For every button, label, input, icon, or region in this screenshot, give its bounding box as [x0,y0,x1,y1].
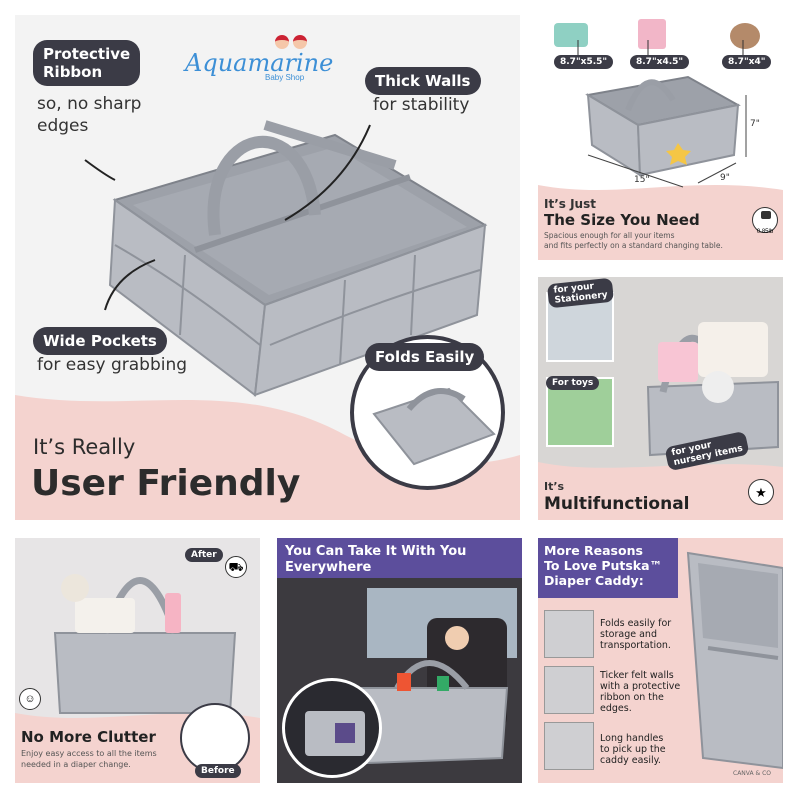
wide-pockets-tag: Wide Pockets [33,327,167,355]
everywhere-headline: You Can Take It With You Everywhere [285,544,467,575]
reasons-logo: CANVA & CO [733,770,772,777]
girl-face-icon [293,35,307,49]
folds-easily-tag: Folds Easily [365,343,485,371]
dim-tag-1: 8.7"x5.5" [554,55,614,69]
wipes-icon [554,23,588,47]
folded-caddy-image [372,387,496,466]
weight-icon [761,211,771,219]
size-bg [538,185,783,260]
panel-no-clutter: After ⛟ Before ☺ No More Clutter Enjoy e… [15,538,260,783]
size-headline-line1: It’s Just [544,197,596,211]
caddy-with-dimensions [577,40,747,188]
size-headline-line2: The Size You Need [544,211,700,229]
boy-face-icon [275,35,289,49]
panel-size: 8.7"x5.5" 8.7"x4.5" 8.7"x4" 15" 9" 7" It… [538,15,783,260]
thick-walls-text: for stability [373,95,470,115]
panel-take-everywhere: You Can Take It With You Everywhere [277,538,522,783]
stroller-icon: ⛟ [225,556,247,578]
reason-thumb-1 [544,610,594,658]
pink-wave [15,395,520,520]
wide-pockets-text: for easy grabbing [37,355,188,375]
multi-headline-line2: Multifunctional [544,494,690,514]
caddy-illustration [84,120,488,397]
reason-thumb-2 [544,666,594,714]
headline-line2: User Friendly [31,463,301,504]
size-desc: Spacious enough for all your items and f… [544,231,723,250]
dim-length: 15" [634,175,650,185]
diapers-pack-icon [638,19,666,49]
after-tag: After [185,548,223,562]
brand-sub: Baby Shop [265,73,305,82]
reasons-header-bg [538,538,678,598]
reason-1-text: Folds easily for storage and transportat… [600,618,672,651]
mother-icon: ☺ [19,688,41,710]
thick-walls-tag: Thick Walls [365,67,481,95]
dim-tag-2: 8.7"x4.5" [630,55,690,69]
reason-thumb-3 [544,722,594,770]
before-tag: Before [195,764,241,778]
protective-ribbon-text: so, no sharp edges [37,94,142,136]
large-caddy-edge [686,551,783,770]
multi-headline-line1: It’s [544,480,565,493]
trunk-inset-circle [282,678,382,778]
dim-width: 9" [720,173,730,183]
headline-line1: It’s Really [33,435,136,459]
toys-tag: For toys [546,376,600,390]
reason-3-text: Long handles to pick up the caddy easily… [600,733,666,766]
protective-ribbon-tag: Protective Ribbon [33,40,141,86]
panel-multifunctional: for your Stationery For toys for your nu… [538,277,783,520]
reason-2-text: Ticker felt walls with a protective ribb… [600,670,681,714]
panel-user-friendly: Aquamarine Baby Shop Protective Ribbon s… [15,15,520,520]
no-clutter-desc: Enjoy easy access to all the items neede… [21,749,157,769]
panel-more-reasons: More Reasons To Love Putska™ Diaper Cadd… [538,538,783,783]
dim-tag-3: 8.7"x4" [722,55,772,69]
brand-logo: Aquamarine Baby Shop [185,35,355,82]
no-clutter-headline: No More Clutter [21,728,156,746]
dim-height: 7" [750,119,760,129]
weight-badge: 0.85lb [752,207,778,235]
reasons-headline: More Reasons To Love Putska™ Diaper Cadd… [544,543,663,588]
before-circle [180,703,250,773]
brand-name: Aquamarine [185,49,334,77]
teddy-bear-icon [730,23,760,49]
stars-badge-icon: ★ [748,479,774,505]
